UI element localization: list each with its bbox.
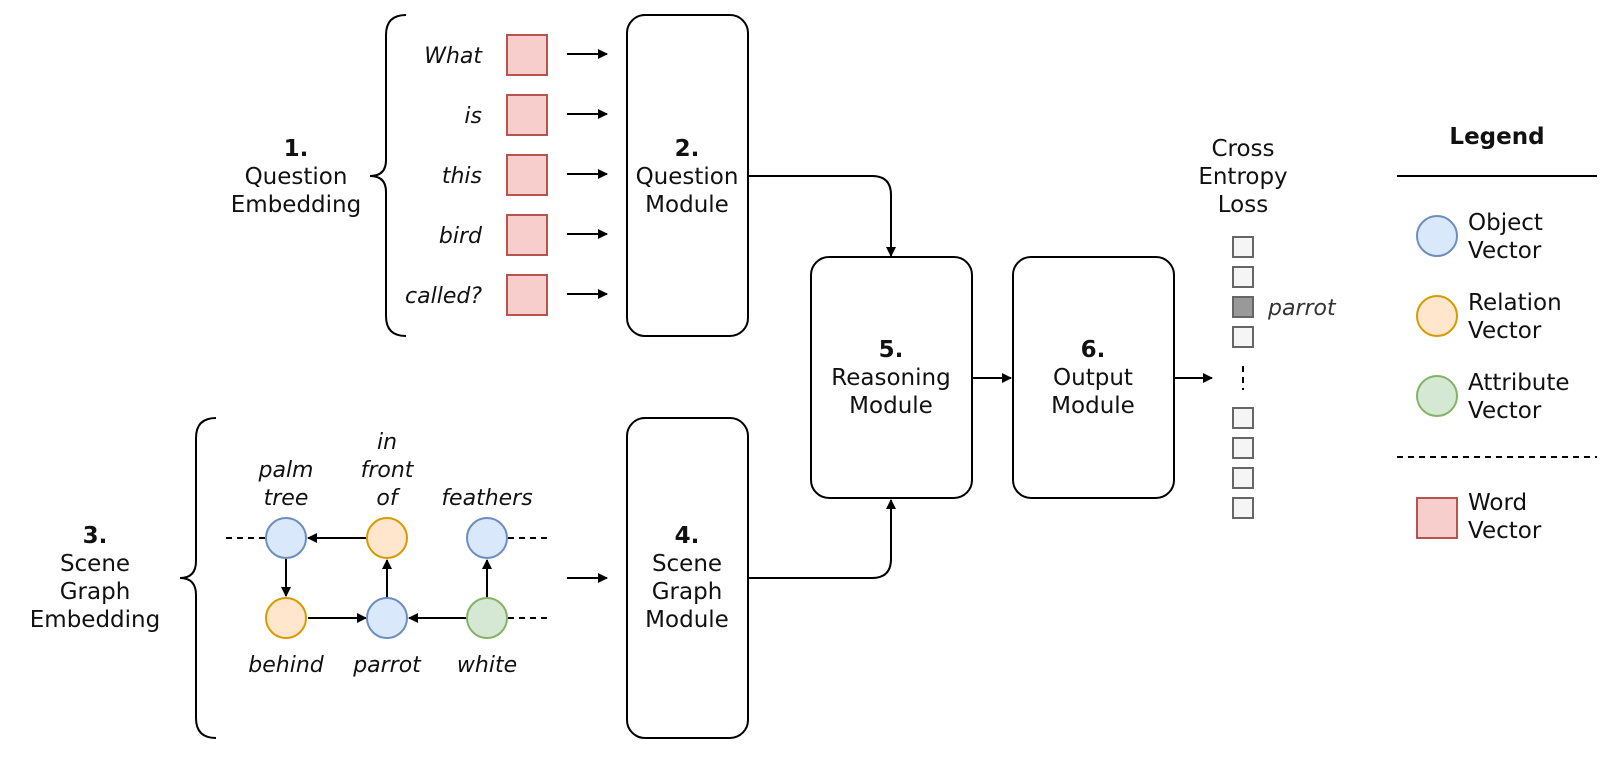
predicted-answer-label: parrot: [1267, 296, 1337, 321]
object-node-palm-tree: [265, 517, 307, 559]
output-cell: [1232, 326, 1254, 348]
legend-word-label: Word: [1468, 490, 1527, 516]
legend: Legend Object Vector Relation Vector Att…: [1397, 124, 1597, 544]
svg-text:Question: Question: [636, 164, 739, 190]
word-vector: [506, 274, 548, 316]
output-cell: [1232, 467, 1254, 489]
output-cell-selected: [1232, 296, 1254, 318]
output-cell: [1232, 437, 1254, 459]
word-vector: [506, 214, 548, 256]
output-module: 6. Output Module: [1012, 256, 1175, 499]
legend-relation-swatch: [1416, 295, 1458, 337]
svg-text:Scene: Scene: [60, 551, 130, 577]
legend-relation-label: Relation: [1468, 290, 1562, 316]
node-label-palm-tree: palm: [258, 458, 314, 483]
node-label-palm-tree: tree: [264, 486, 309, 511]
scene-graph-embedding-label: 3. Scene Graph Embedding: [30, 523, 160, 633]
node-label-in-front-of: front: [361, 458, 415, 483]
question-embedding-brace: [369, 14, 407, 337]
relation-node-in-front-of: [366, 517, 408, 559]
node-label-behind: behind: [248, 653, 324, 678]
output-cell: [1232, 236, 1254, 258]
svg-text:Module: Module: [1051, 393, 1135, 419]
svg-text:Embedding: Embedding: [231, 192, 361, 218]
question-words: What is this bird called?: [405, 44, 483, 309]
word-what: What: [424, 44, 483, 69]
svg-text:Module: Module: [645, 192, 729, 218]
word-this: this: [442, 164, 482, 189]
relation-node-behind: [265, 597, 307, 639]
svg-text:Embedding: Embedding: [30, 607, 160, 633]
svg-text:3.: 3.: [83, 523, 108, 549]
output-cell: [1232, 407, 1254, 429]
svg-text:Question: Question: [245, 164, 348, 190]
svg-text:5.: 5.: [879, 337, 904, 363]
output-cell: [1232, 497, 1254, 519]
cross-entropy-loss-label: Cross Entropy Loss: [1198, 136, 1287, 218]
question-module: 2. Question Module: [626, 14, 749, 337]
svg-text:Module: Module: [849, 393, 933, 419]
output-distribution: parrot: [1232, 236, 1337, 519]
legend-object-swatch: [1416, 215, 1458, 257]
node-label-feathers: feathers: [441, 486, 532, 511]
svg-text:Loss: Loss: [1218, 192, 1268, 218]
object-node-parrot: [366, 597, 408, 639]
svg-text:Reasoning: Reasoning: [831, 365, 950, 391]
scene-to-reasoning-arrow: [748, 499, 896, 579]
node-label-parrot: parrot: [352, 653, 422, 678]
svg-text:Output: Output: [1053, 365, 1133, 391]
question-embedding-label: 1. Question Embedding: [231, 136, 361, 218]
legend-object-label: Vector: [1468, 238, 1542, 264]
scene-graph-module: 4. Scene Graph Module: [626, 417, 749, 739]
word-bird: bird: [439, 224, 483, 249]
word-is: is: [464, 104, 482, 129]
legend-title: Legend: [1449, 124, 1544, 150]
object-node-feathers: [466, 517, 508, 559]
legend-attribute-label: Attribute: [1468, 370, 1570, 396]
word-vector: [506, 94, 548, 136]
svg-text:Graph: Graph: [60, 579, 131, 605]
legend-word-swatch: [1416, 497, 1458, 539]
word-arrows: [567, 49, 608, 299]
word-vectors: [506, 34, 548, 316]
svg-text:4.: 4.: [675, 523, 700, 549]
legend-attribute-swatch: [1416, 375, 1458, 417]
output-cell: [1232, 266, 1254, 288]
svg-text:1.: 1.: [284, 136, 309, 162]
word-vector: [506, 34, 548, 76]
word-vector: [506, 154, 548, 196]
node-label-in-front-of: in: [377, 430, 397, 455]
legend-attribute-label: Vector: [1468, 398, 1542, 424]
svg-text:Entropy: Entropy: [1198, 164, 1287, 190]
svg-text:6.: 6.: [1081, 337, 1106, 363]
legend-relation-label: Vector: [1468, 318, 1542, 344]
legend-object-label: Object: [1468, 210, 1543, 236]
scene-graph: palm tree in front of feathers behind pa…: [226, 430, 548, 678]
word-called: called?: [405, 284, 482, 309]
question-to-reasoning-arrow: [748, 175, 896, 257]
scene-graph-embedding-brace: [179, 417, 217, 739]
svg-text:Cross: Cross: [1211, 136, 1274, 162]
node-label-in-front-of: of: [376, 486, 400, 511]
node-label-white: white: [457, 653, 517, 678]
svg-text:Scene: Scene: [652, 551, 722, 577]
reasoning-module: 5. Reasoning Module: [810, 256, 973, 499]
legend-word-label: Vector: [1468, 518, 1542, 544]
attribute-node-white: [466, 597, 508, 639]
svg-text:Graph: Graph: [652, 579, 723, 605]
svg-text:Module: Module: [645, 607, 729, 633]
svg-text:2.: 2.: [675, 136, 700, 162]
